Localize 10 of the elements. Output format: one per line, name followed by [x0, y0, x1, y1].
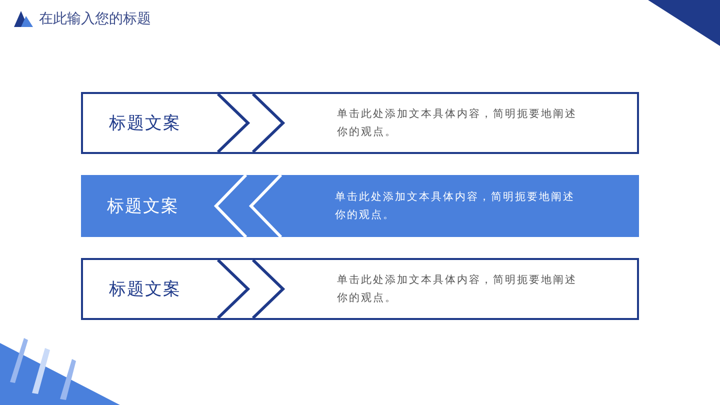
- band-description: 单击此处添加文本具体内容，简明扼要地阐述你的观点。: [335, 190, 576, 223]
- band-heading: 标题文案: [109, 112, 181, 134]
- band-description: 单击此处添加文本具体内容，简明扼要地阐述你的观点。: [337, 107, 578, 140]
- band-heading: 标题文案: [107, 196, 179, 218]
- outlined-band: [81, 92, 639, 154]
- band-description: 单击此处添加文本具体内容，简明扼要地阐述你的观点。: [337, 273, 578, 306]
- outlined-band: [81, 258, 639, 320]
- band-heading: 标题文案: [109, 278, 181, 300]
- highlighted-band: [81, 175, 639, 237]
- title: 在此输入您的标题: [39, 10, 151, 28]
